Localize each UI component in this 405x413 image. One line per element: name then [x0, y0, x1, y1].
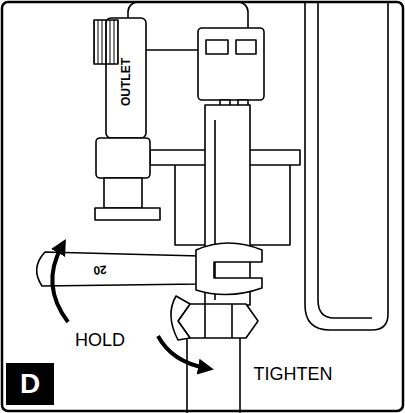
wrench-size: 20 — [91, 262, 110, 277]
panel-letter-box: D — [6, 363, 54, 405]
panel-letter: D — [20, 370, 40, 398]
pipe-label: OUTLET — [119, 56, 133, 108]
action-label: HOLD — [73, 330, 127, 350]
action-label: TIGHTEN — [252, 364, 335, 384]
